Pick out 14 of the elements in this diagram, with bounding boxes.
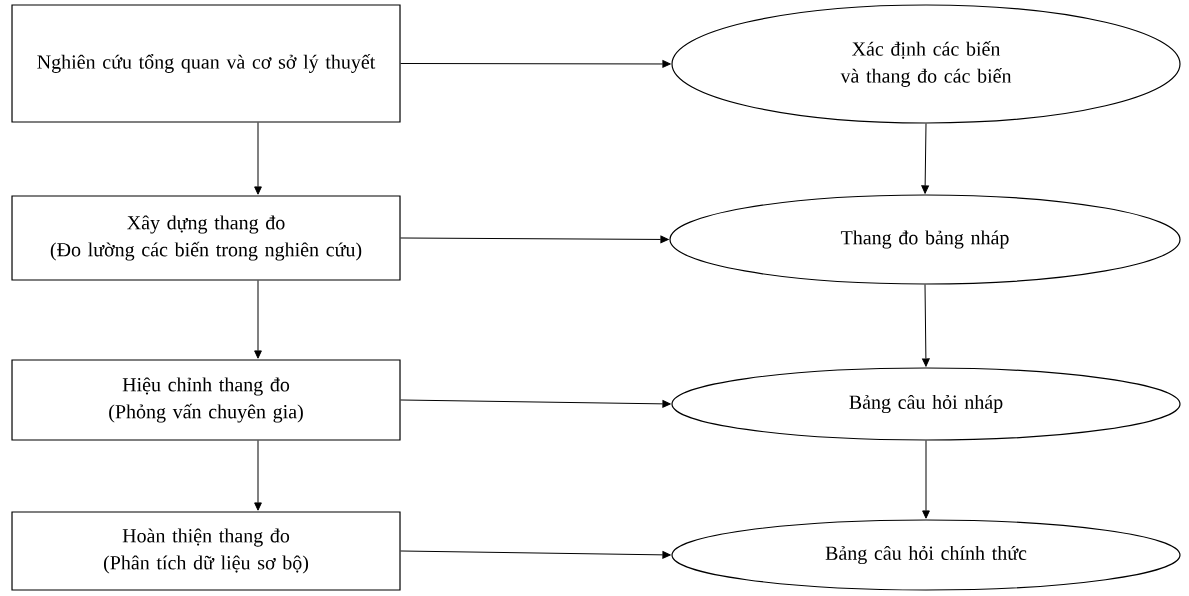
arrow bbox=[921, 123, 929, 194]
arrow bbox=[400, 550, 671, 559]
arrow bbox=[922, 440, 930, 519]
process-box: Hiệu chỉnh thang đo (Phỏng vấn chuyên gia) bbox=[11, 359, 401, 441]
arrow bbox=[922, 284, 930, 367]
arrow bbox=[254, 280, 262, 359]
arrow bbox=[400, 399, 671, 408]
process-box: Xây dựng thang đo (Đo lường các biến trong nghiên cứu) bbox=[11, 195, 401, 281]
process-box: Nghiên cứu tổng quan và cơ sở lý thuyết bbox=[11, 4, 401, 123]
process-box: Hoàn thiện thang đo (Phân tích dữ liệu sơ bộ) bbox=[11, 511, 401, 591]
arrow bbox=[400, 60, 671, 68]
arrow bbox=[254, 122, 262, 195]
arrow bbox=[400, 235, 669, 244]
arrow bbox=[254, 440, 262, 511]
